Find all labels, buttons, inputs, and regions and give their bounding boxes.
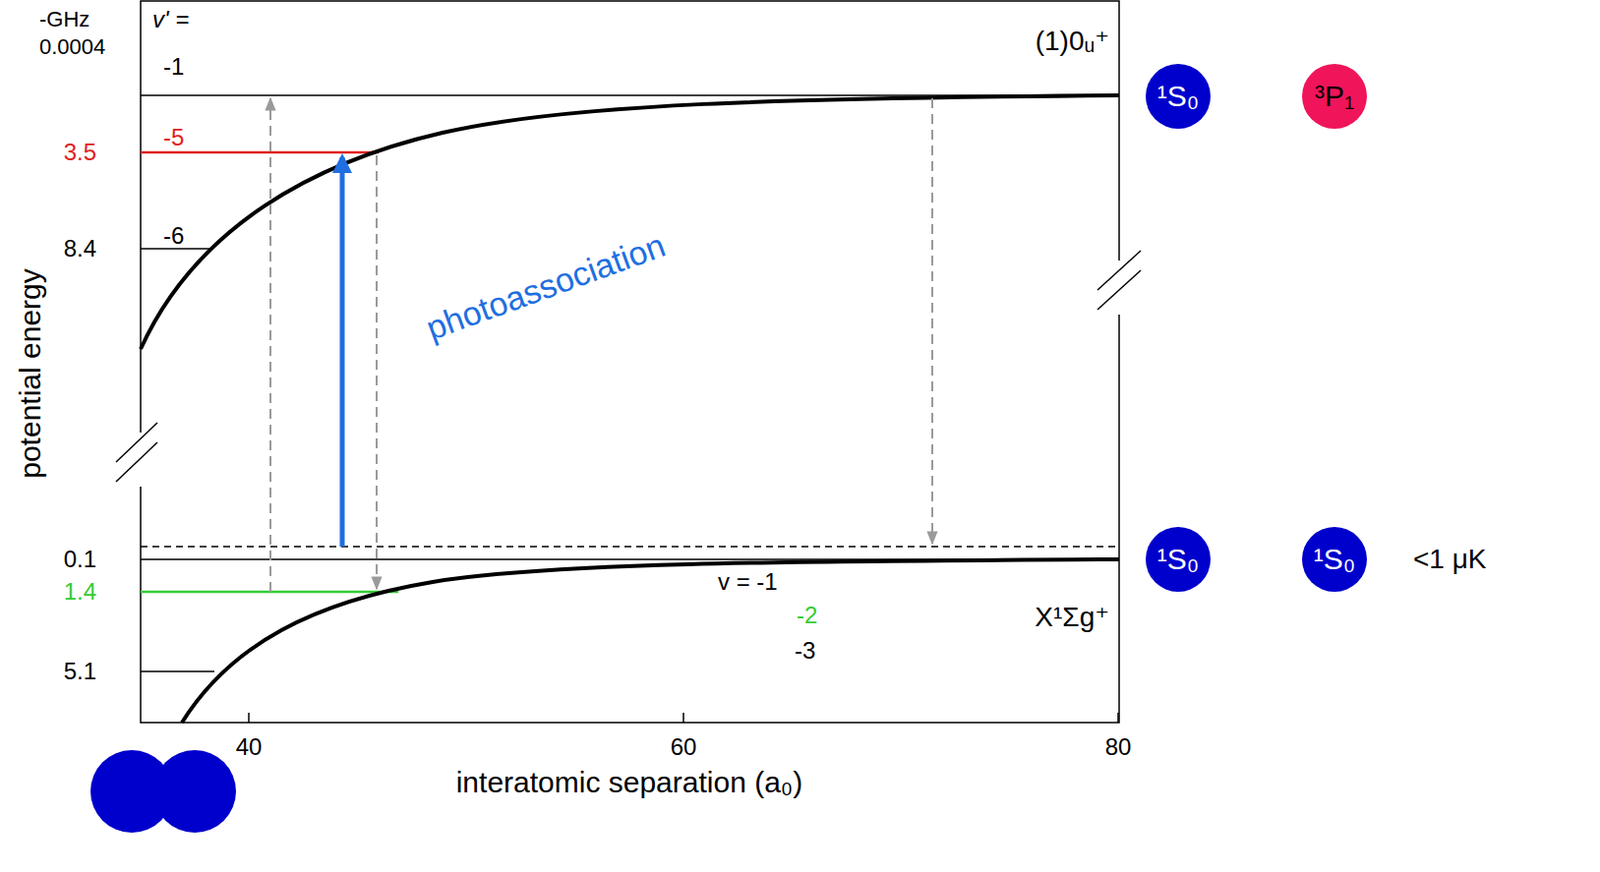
energy-value: 5.1 — [63, 658, 97, 685]
atom-symbol: ¹S₀ — [1157, 544, 1199, 575]
tick-label: 80 — [1105, 734, 1132, 761]
vibrational-level: -5 — [163, 124, 184, 151]
level-line — [140, 670, 215, 673]
energy-value: 1.4 — [63, 579, 97, 605]
vibrational-level: v = -1 — [717, 569, 778, 595]
tick-label: 40 — [236, 734, 263, 761]
process-label: photoassociation — [421, 227, 671, 348]
state-label: X¹Σg⁺ — [1034, 602, 1110, 634]
transition-arrow — [375, 155, 378, 590]
axis-ticks — [248, 712, 1119, 723]
axis-title: potential energy — [13, 268, 47, 479]
atom-symbol: ¹S₀ — [1157, 81, 1199, 112]
vibrational-level: -3 — [794, 638, 816, 664]
molecule-icon — [90, 750, 237, 833]
vibrational-level: -6 — [163, 223, 184, 249]
excited-potential-curve — [140, 95, 1120, 350]
transition-arrow — [269, 98, 272, 593]
state-label: (1)0ᵤ⁺ — [1035, 26, 1110, 58]
photoassociation-arrow — [340, 157, 346, 547]
axis-title: interatomic separation (a₀) — [456, 766, 804, 799]
plot-frame — [140, 0, 1120, 723]
atom-circle: ³P₁ — [1302, 63, 1367, 129]
energy-value: 8.4 — [63, 236, 97, 262]
level-line — [140, 151, 379, 155]
energy-value: 3.5 — [63, 139, 97, 166]
transition-arrow — [931, 98, 934, 544]
energy-value: 0.0004 — [39, 35, 106, 60]
quantum-number: v' = — [152, 6, 189, 33]
atom-symbol: ¹S₀ — [1313, 544, 1356, 575]
energy-value: 0.1 — [63, 546, 97, 573]
atom-symbol: ³P₁ — [1314, 81, 1355, 112]
ground-potential-curve — [181, 559, 1120, 723]
atom-circle: ¹S₀ — [1145, 527, 1211, 593]
vibrational-level: -1 — [163, 54, 184, 80]
atom-circle: ¹S₀ — [1145, 63, 1211, 129]
tick-label: 60 — [670, 734, 698, 761]
vibrational-level: -2 — [796, 602, 818, 629]
atom-circle: ¹S₀ — [1302, 527, 1367, 593]
axis-unit: -GHz — [39, 7, 90, 32]
temperature-label: <1 μK — [1413, 544, 1487, 576]
collision-energy-line — [140, 545, 1120, 548]
